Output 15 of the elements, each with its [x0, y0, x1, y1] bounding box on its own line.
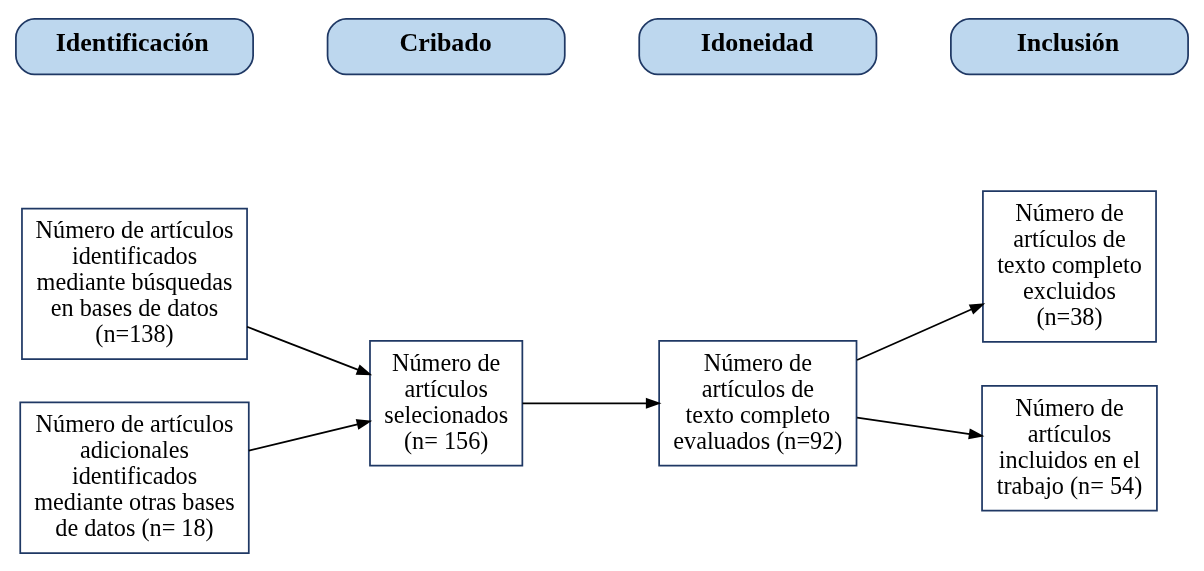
arrow: [247, 418, 373, 451]
node-box: Identificación: [15, 17, 254, 75]
arrow: [856, 416, 985, 439]
node-box: Número de artículos incluidos en el trabajo (n= 54): [981, 384, 1158, 511]
node-box: Número de artículos de texto completo evaluados (n=92): [658, 339, 858, 466]
node-box: Número de artículos de texto completo excluidos (n=38): [982, 189, 1157, 343]
node-box: Número de artículos adicionales identificados mediante otras bases de datos (n= 18): [19, 401, 250, 554]
arrow: [521, 397, 662, 409]
node-box: Número de artículos identificados mediante búsquedas en bases de datos (n=138): [21, 207, 248, 360]
arrow: [856, 302, 986, 361]
node-box: Cribado: [326, 17, 566, 75]
node-box: Idoneidad: [638, 17, 878, 75]
arrow: [246, 325, 373, 375]
node-box: Inclusión: [950, 17, 1189, 75]
node-box: Número de artículos selecionados (n= 156): [369, 339, 524, 466]
